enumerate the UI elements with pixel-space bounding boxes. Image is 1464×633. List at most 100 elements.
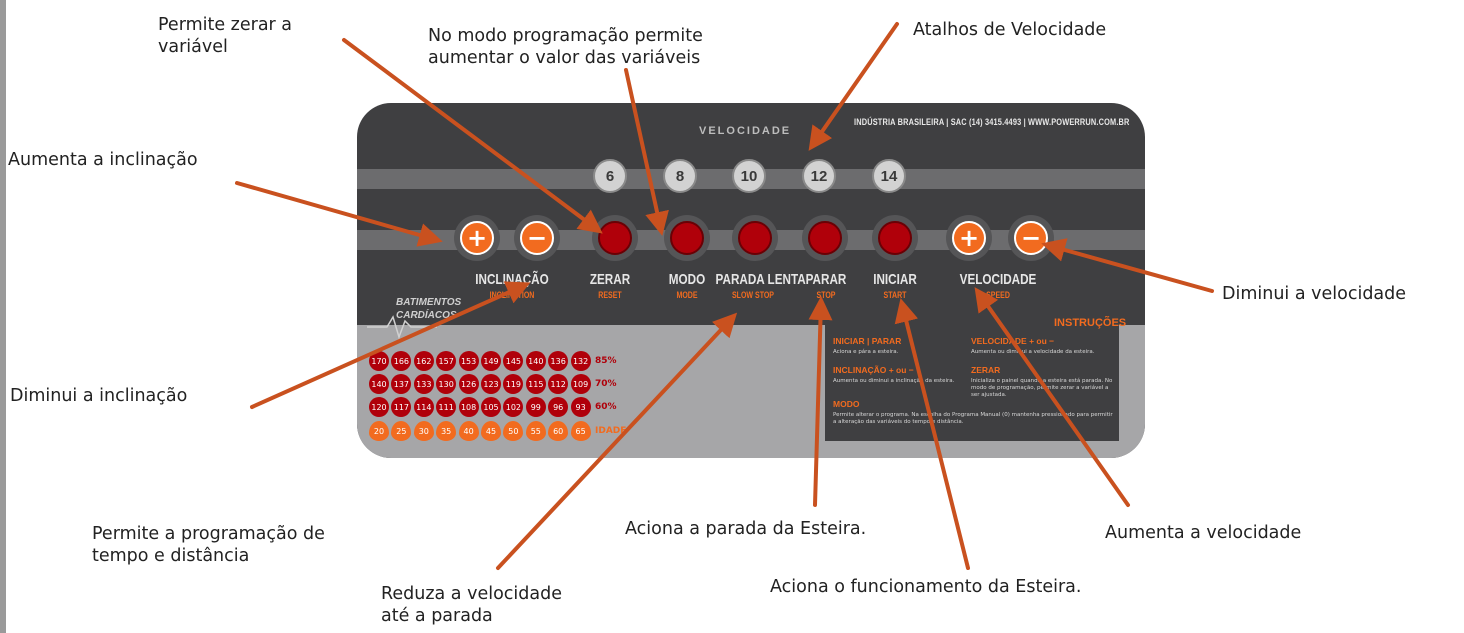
age-heart-icon: 20 [369, 421, 389, 441]
incline-down-button[interactable]: − [520, 221, 554, 255]
instr-iniciar-text: Aciona e pára a esteira. [833, 349, 899, 355]
heart-rate-value: 102 [503, 397, 524, 417]
treadmill-panel: INDÚSTRIA BRASILEIRA | SAC (14) 3415.449… [357, 103, 1145, 458]
heart-rate-value: 170 [369, 351, 389, 371]
heart-rate-value: 105 [481, 397, 501, 417]
heart-rate-value: 96 [548, 397, 569, 417]
batimentos-line-1: BATIMENTOS [396, 297, 462, 308]
heart-rate-value: 136 [548, 351, 569, 371]
age-heart-icon: 60 [548, 421, 569, 441]
speed-shortcut-14[interactable]: 14 [872, 159, 906, 193]
slow-stop-sublabel: SLOW STOP [732, 290, 774, 300]
heart-rate-value: 115 [525, 374, 546, 394]
incline-up-button[interactable]: + [460, 221, 494, 255]
start-button[interactable] [878, 221, 912, 255]
annotation-zerar-line-2: variável [158, 37, 228, 57]
annotation-modo-line-2: aumentar o valor das variáveis [428, 48, 701, 68]
heart-rate-value: 145 [503, 351, 524, 371]
heart-rate-value: 119 [503, 374, 524, 394]
arrow-aumenta-velocidade [974, 287, 1130, 507]
speed-shortcut-8[interactable]: 8 [663, 159, 697, 193]
annotation-parada-lenta-line-2: até a parada [381, 606, 493, 626]
arrow-iniciar [894, 298, 970, 570]
heart-rate-value: 120 [369, 397, 389, 417]
age-heart-icon: 45 [481, 421, 501, 441]
speed-shortcut-6[interactable]: 6 [593, 159, 627, 193]
age-heart-icon: 40 [458, 421, 479, 441]
heart-rate-value: 153 [458, 351, 479, 371]
slow-stop-button[interactable] [738, 221, 772, 255]
annotation-iniciar: Aciona o funcionamento da Esteira. [770, 577, 1082, 597]
stop-label: PARAR [805, 271, 847, 288]
annotation-aumenta-inclinacao: Aumenta a inclinação [8, 150, 198, 170]
annotation-diminui-inclinacao: Diminui a inclinação [10, 386, 188, 406]
annotation-parada-lenta: Reduza a velocidade até a parada [381, 583, 562, 627]
stop-sublabel: STOP [816, 290, 836, 300]
reset-label: ZERAR [589, 271, 631, 288]
heart-rate-percent: 85% [595, 356, 617, 366]
arrow-parar [808, 296, 833, 507]
instr-modo-heading: MODO [833, 399, 860, 409]
heart-rate-value: 99 [525, 397, 546, 417]
age-heart-icon: 55 [525, 421, 546, 441]
heart-rate-value: 112 [548, 374, 569, 394]
instr-inclination-text: Aumenta ou diminui a inclinação da estei… [833, 378, 955, 384]
heart-rate-value: 140 [369, 374, 389, 394]
velocidade-title: VELOCIDADE [699, 125, 792, 137]
arrow-modo [624, 68, 669, 236]
mode-button[interactable] [670, 221, 704, 255]
heart-rate-percent: 70% [595, 379, 617, 389]
batimentos-line-2: CARDÍACOS [396, 310, 457, 321]
heart-rate-value: 166 [391, 351, 412, 371]
mode-sublabel: MODE [676, 290, 698, 300]
speed-label: VELOCIDADE [959, 271, 1037, 288]
speed-shortcut-12[interactable]: 12 [802, 159, 836, 193]
annotation-programacao-line-1: Permite a programação de [92, 524, 325, 544]
heart-rate-value: 114 [413, 397, 434, 417]
age-heart-icon: 25 [391, 421, 412, 441]
minus-icon: − [526, 224, 548, 252]
speed-shortcut-10[interactable]: 10 [732, 159, 766, 193]
instructions-title: INSTRUÇÕES [1054, 317, 1127, 329]
speed-up-button[interactable]: + [952, 221, 986, 255]
heart-rate-value: 123 [481, 374, 501, 394]
heart-rate-value: 132 [570, 351, 591, 371]
instr-zerar-heading: ZERAR [971, 365, 1001, 375]
annotation-aumenta-velocidade: Aumenta a velocidade [1105, 523, 1302, 543]
heart-rate-value: 137 [391, 374, 412, 394]
stop-button[interactable] [808, 221, 842, 255]
heartbeat-icon [367, 315, 437, 339]
mode-label: MODO [668, 271, 706, 288]
annotation-zerar: Permite zerar a variável [158, 14, 292, 58]
annotation-modo-line-1: No modo programação permite [428, 26, 703, 46]
arrow-zerar [342, 38, 603, 234]
heart-rate-value: 149 [481, 351, 501, 371]
annotation-parada-lenta-line-1: Reduza a velocidade [381, 584, 562, 604]
start-label: INICIAR [873, 271, 917, 288]
minus-icon: − [1020, 224, 1042, 252]
annotation-programacao: Permite a programação de tempo e distânc… [92, 523, 325, 567]
annotation-parar: Aciona a parada da Esteira. [625, 519, 867, 539]
heart-rate-value: 117 [391, 397, 412, 417]
arrow-diminui-inclinacao [250, 281, 531, 409]
start-sublabel: START [883, 290, 907, 300]
reset-button[interactable] [598, 221, 632, 255]
instr-velocidade-text: Aumenta ou diminui a velocidade da estei… [971, 349, 1095, 355]
arrow-diminui-velocidade [1041, 238, 1214, 293]
heart-rate-value: 93 [570, 397, 591, 417]
batimentos-label: BATIMENTOS CARDÍACOS [396, 296, 461, 322]
age-heart-icon: 50 [503, 421, 524, 441]
heart-rate-value: 130 [436, 374, 457, 394]
plus-icon: + [958, 224, 980, 252]
heart-rate-value: 133 [413, 374, 434, 394]
annotation-programacao-line-2: tempo e distância [92, 546, 250, 566]
annotation-diminui-velocidade: Diminui a velocidade [1222, 284, 1407, 304]
age-heart-icon: 65 [570, 421, 591, 441]
arrow-atalhos [808, 22, 899, 151]
instr-inclination-heading: INCLINAÇÃO + ou − [833, 365, 914, 375]
heart-rate-value: 108 [458, 397, 479, 417]
heart-rate-value: 162 [413, 351, 434, 371]
heart-rate-value: 111 [436, 397, 457, 417]
slow-stop-label: PARADA LENTA [715, 271, 806, 288]
